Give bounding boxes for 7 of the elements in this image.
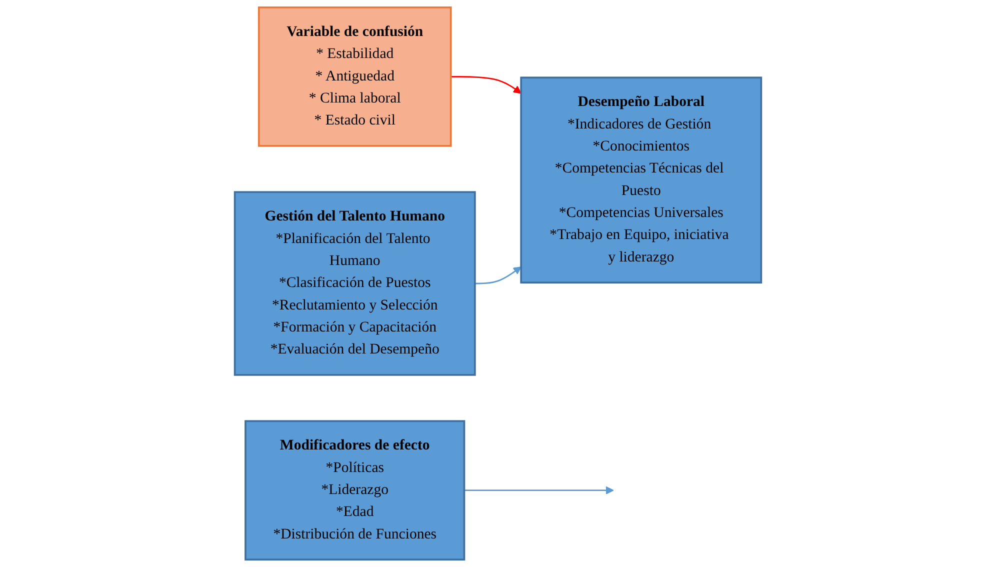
arrow <box>464 486 614 494</box>
arrow <box>474 266 522 284</box>
node-box: Gestión del Talento Humano *Planificación del Talento Humano *Clasificación de Puestos *Reclutamiento y Selección *Formación y Capacitación *Evaluación del Desempeño <box>234 191 476 376</box>
arrow <box>450 76 522 94</box>
node-box: Modificadores de efecto *Políticas *Liderazgo *Edad *Distribución de Funciones <box>244 420 466 561</box>
node-box: Desempeño Laboral *Indicadores de Gestión *Conocimientos *Competencias Técnicas del Puesto *Competencias Universales *Trabajo en Equipo, iniciativa y liderazgo <box>520 76 762 284</box>
node-box: Variable de confusión * Estabilidad * Antiguedad * Clima laboral * Estado civil <box>258 6 452 147</box>
